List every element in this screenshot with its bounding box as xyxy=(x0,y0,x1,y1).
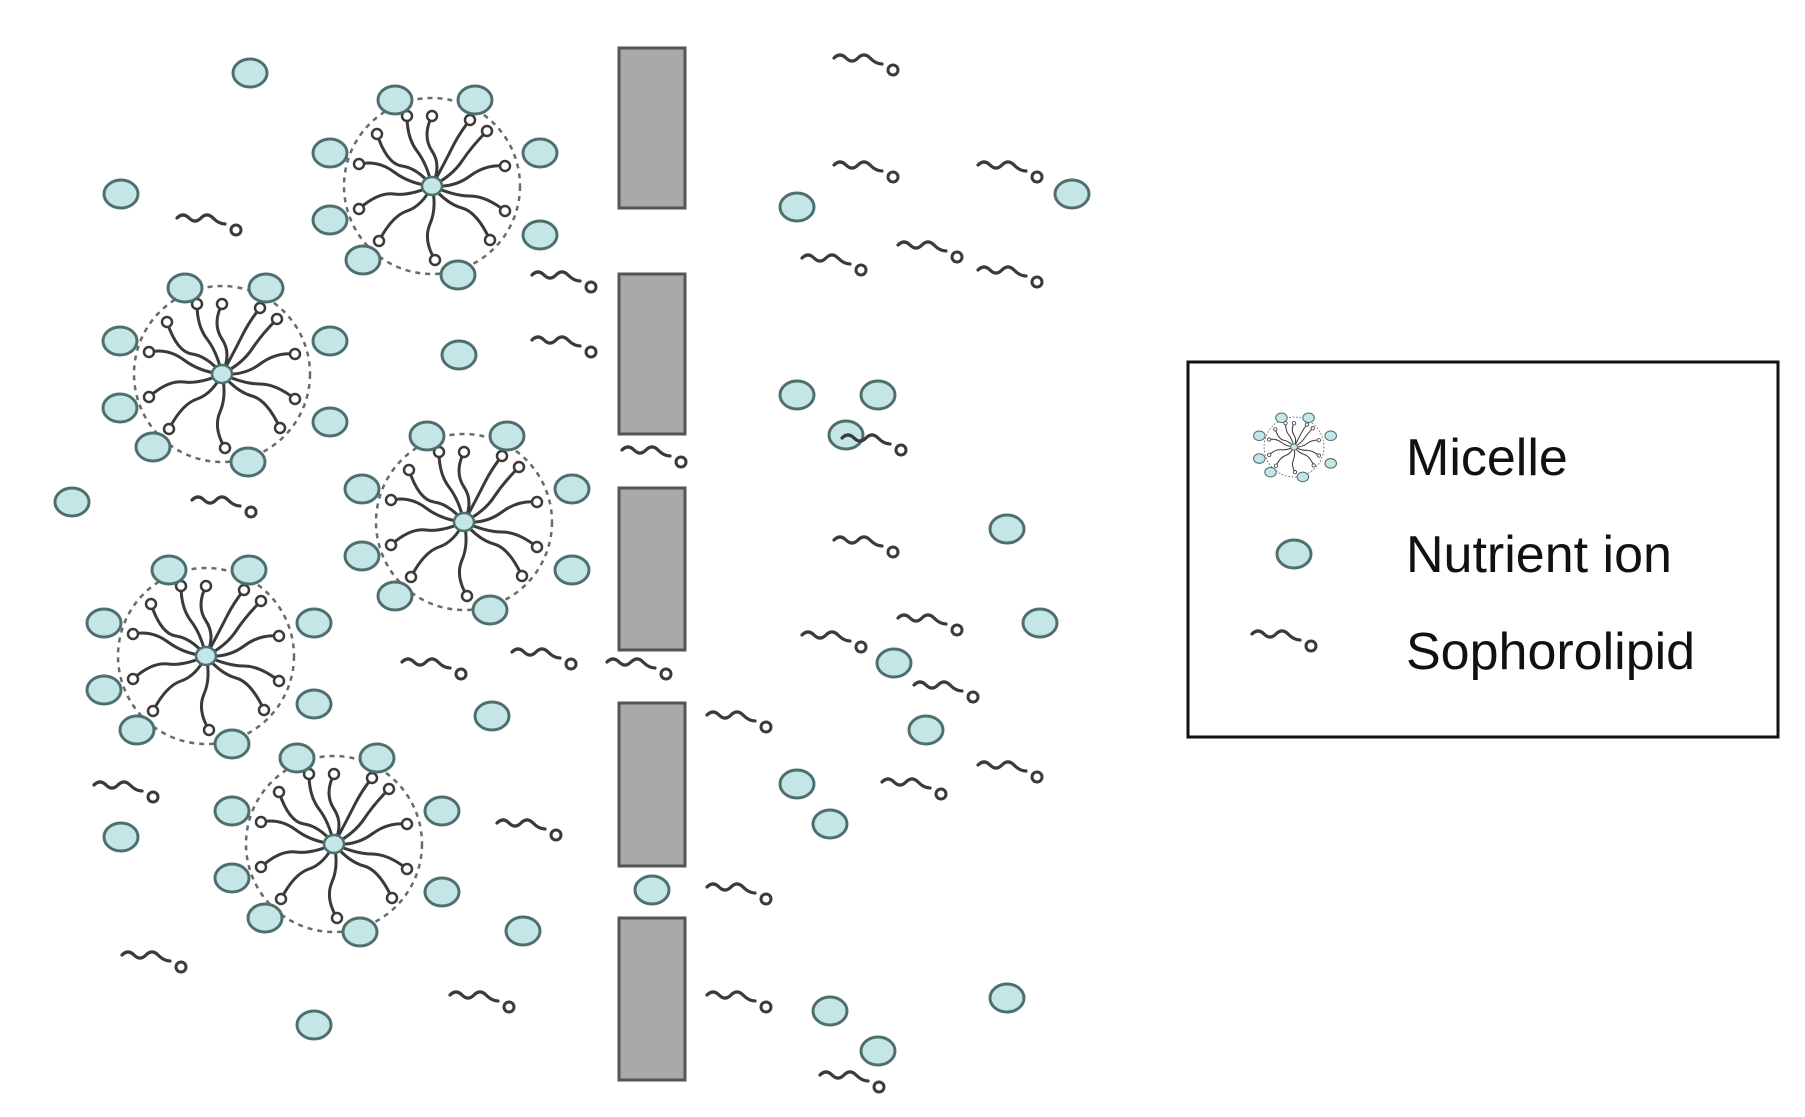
nutrient-ion-icon xyxy=(1275,538,1313,570)
membrane-block xyxy=(617,272,687,436)
legend: Micelle Nutrient ion Sophorolipid xyxy=(1186,360,1780,739)
legend-label-nutrient-ion: Nutrient ion xyxy=(1406,526,1672,584)
membrane-block xyxy=(617,701,687,868)
membrane-block xyxy=(617,46,687,210)
micelle xyxy=(85,554,333,760)
membrane-block xyxy=(617,486,687,652)
micelle xyxy=(311,84,559,291)
micelle xyxy=(213,742,461,948)
legend-label-micelle: Micelle xyxy=(1406,429,1568,487)
legend-label-sophorolipid: Sophorolipid xyxy=(1406,623,1695,681)
membrane xyxy=(617,46,687,1082)
micelle xyxy=(343,420,591,626)
micelle xyxy=(101,272,349,478)
membrane-block xyxy=(617,916,687,1082)
